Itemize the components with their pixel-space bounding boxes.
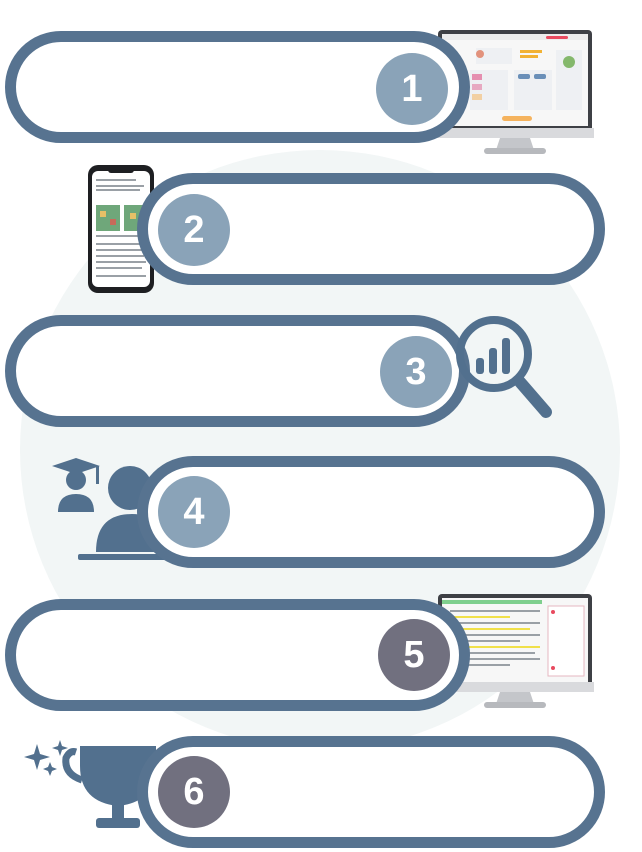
step-number-badge: 5	[378, 619, 450, 691]
step-4-card	[137, 456, 605, 568]
smartphone-icon	[88, 165, 154, 293]
step-number-badge: 6	[158, 756, 230, 828]
step-number-badge: 1	[376, 53, 448, 125]
magnifier-chart-icon	[456, 316, 552, 418]
step-number-badge: 4	[158, 476, 230, 548]
step-number-badge: 3	[380, 336, 452, 408]
step-number-badge: 2	[158, 194, 230, 266]
